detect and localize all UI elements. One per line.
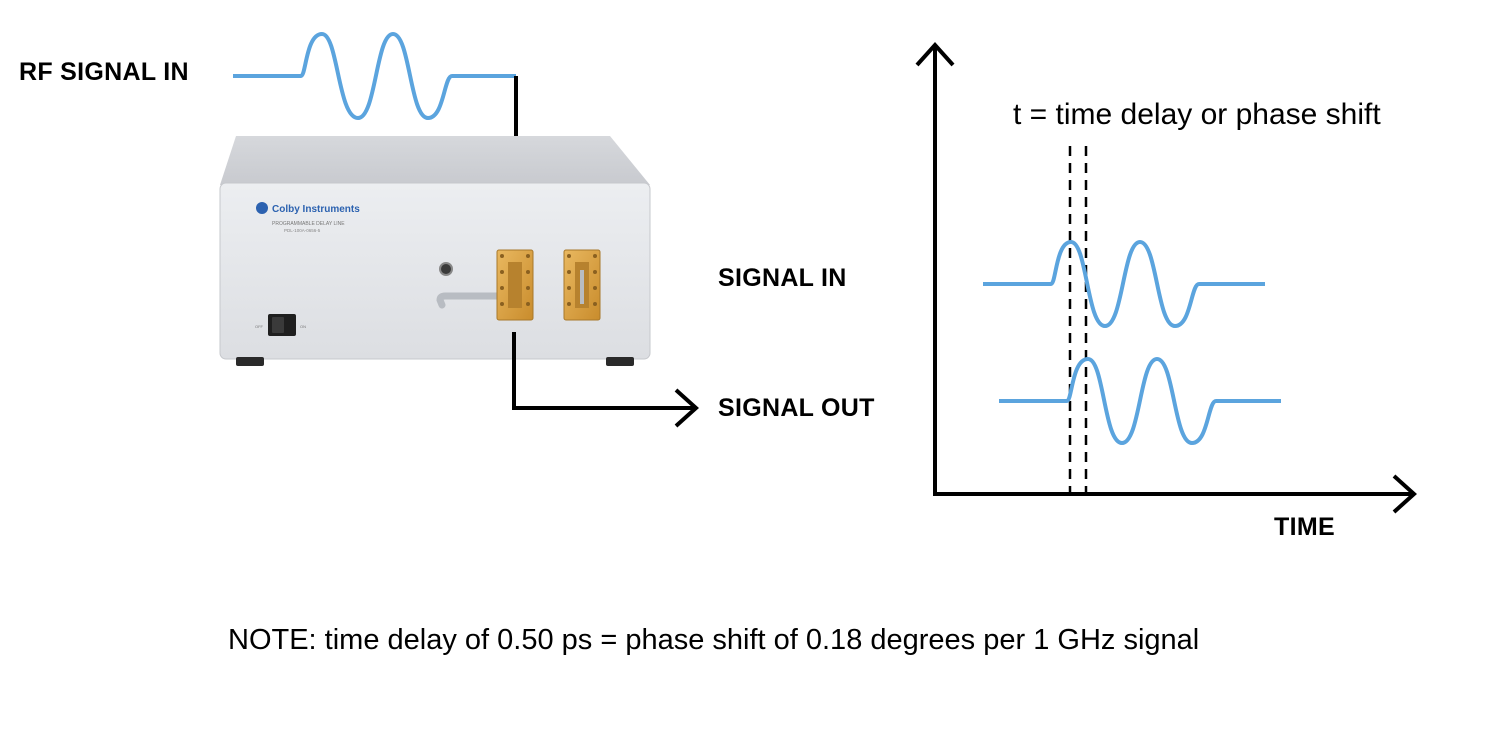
signal-out-label: SIGNAL OUT [718,394,875,422]
rf-signal-in-label: RF SIGNAL IN [19,58,189,86]
output-arrow-line [512,332,694,410]
delay-formula: t = time delay or phase shift [1013,98,1381,131]
time-axis-label: TIME [1274,513,1335,541]
power-switch-rocker [272,317,284,333]
signal-in-waveform [983,240,1265,328]
x-axis-arrowhead [1392,474,1417,514]
device-model: PDL-100A-0656-5 [284,228,321,233]
switch-on-label: ON [300,324,306,329]
sma-connector [439,262,453,276]
waveguide-aperture-left [508,262,522,308]
semi-rigid-cable [436,292,520,309]
device-product: PROGRAMMABLE DELAY LINE [272,221,345,227]
device-foot-left [236,357,264,366]
rf-input-waveform [233,32,516,120]
y-axis-arrowhead [915,42,955,67]
output-arrowhead [674,388,699,428]
device-top [220,136,650,185]
signal-out-waveform [999,357,1281,445]
colby-logo-icon [256,202,268,214]
device-foot-right [606,357,634,366]
signal-in-label: SIGNAL IN [718,264,847,292]
delay-line-device: Colby Instruments PROGRAMMABLE DELAY LIN… [219,136,651,366]
switch-off-label: OFF [255,324,264,329]
note-text: NOTE: time delay of 0.50 ps = phase shif… [228,624,1200,656]
device-front-panel [219,182,651,360]
device-brand: Colby Instruments [272,204,360,215]
